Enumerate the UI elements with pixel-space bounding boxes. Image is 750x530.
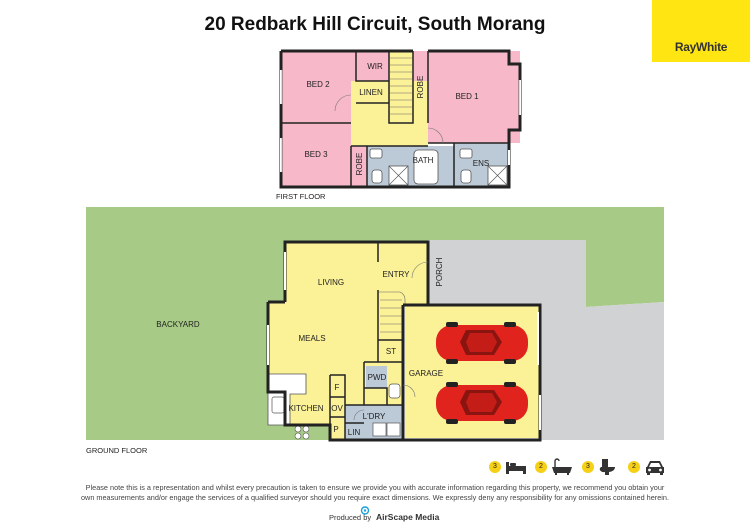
airscape-logo-icon [360,506,370,515]
garage-label: GARAGE [409,369,443,378]
pwd-room [366,366,387,388]
porch-label: PORCH [435,257,444,286]
bed2-room [281,51,356,123]
car-icon [436,382,528,424]
bed3-label: BED 3 [304,150,328,159]
bed3-room [281,123,351,187]
wir-label: WIR [367,62,383,71]
backyard-label: BACKYARD [156,320,200,329]
ldry-label: L'DRY [363,412,386,421]
producer-credit: Produced by AirScape Media [300,506,470,525]
producer-brand: AirScape Media [376,512,440,522]
linen-room [356,81,389,103]
house-interior [268,242,428,440]
bedroom-count: 3 [489,461,501,473]
meals-label: MEALS [298,334,325,343]
first-floor: BED 2 WIR LINEN ROBE BED 1 BED 3 ROBE BA… [276,49,522,201]
car-icon [646,461,664,475]
ground-floor: BACKYARD LIVING ENTRY PORCH MEALS ST PWD… [86,207,664,455]
car-icon [436,322,528,364]
ground-floor-label: GROUND FLOOR [86,446,148,455]
bed1-room [428,51,520,143]
logo-text: RayWhite [674,40,728,54]
wir-room [356,51,389,81]
raywhite-logo: RayWhite [652,0,750,62]
entry-label: ENTRY [383,270,411,279]
producer-label: Produced by [329,513,372,522]
first-floor-label: FIRST FLOOR [276,192,326,201]
linen-label: LINEN [359,88,383,97]
bath-label: BATH [413,156,434,165]
bathtub-icon [552,458,572,475]
porch-area [428,240,450,305]
robe1-label: ROBE [416,76,425,99]
toilet-count: 3 [582,461,594,473]
bed2-label: BED 2 [306,80,330,89]
kitchen-label: KITCHEN [288,404,323,413]
stair-upper [389,51,413,123]
car-space-count: 2 [628,461,640,473]
bed-icon [506,462,526,474]
bathroom-count: 2 [535,461,547,473]
bed1-label: BED 1 [455,92,479,101]
driveway-area [428,240,664,440]
ens-label: ENS [473,159,489,168]
p-label: P [333,425,338,434]
living-label: LIVING [318,278,344,287]
ov-label: OV [331,404,343,413]
robe2-room [351,146,367,187]
page-title: 20 Redbark Hill Circuit, South Morang [204,14,546,35]
disclaimer-text: Please note this is a representation and… [81,483,669,502]
f-label: F [335,383,340,392]
toilet-icon [599,459,615,475]
st-label: ST [386,347,396,356]
lin-label: LIN [348,428,361,437]
pwd-label: PWD [368,373,387,382]
robe2-label: ROBE [355,153,364,176]
